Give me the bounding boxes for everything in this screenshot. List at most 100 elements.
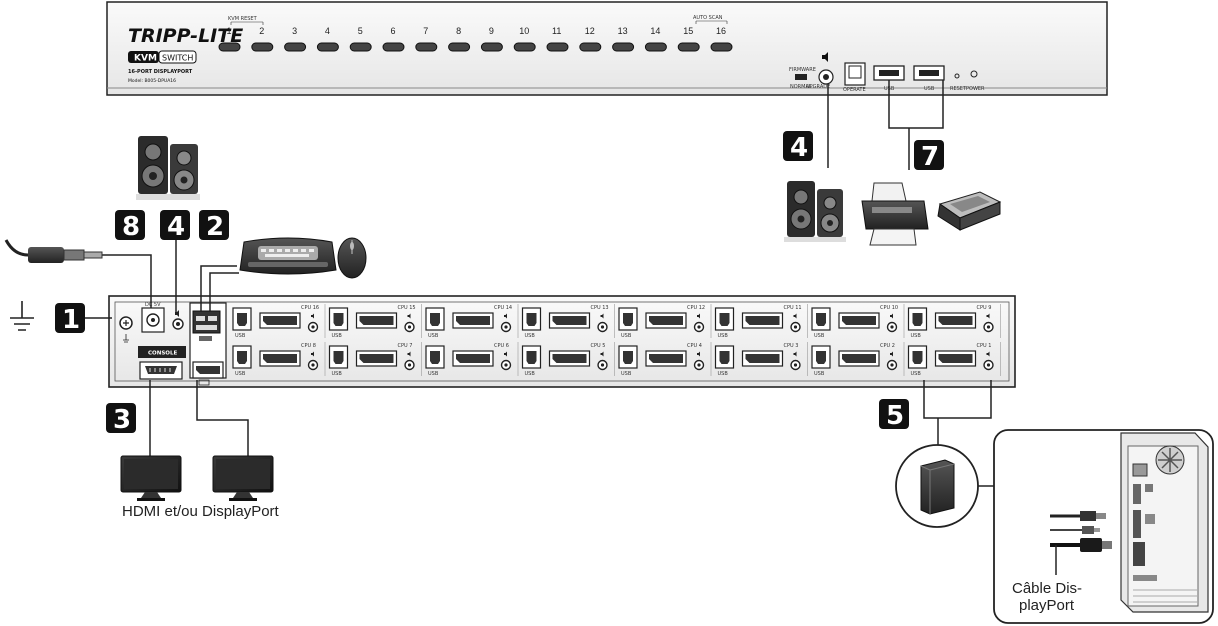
speaker-symbol-icon	[822, 52, 828, 62]
cable-caption-line1: Câble Dis-	[1012, 580, 1082, 597]
svg-text:7: 7	[921, 142, 939, 172]
cpu-port-group: USB CPU 6	[425, 342, 519, 377]
port-select-button[interactable]	[349, 42, 372, 52]
switch-badge: SWITCH	[162, 54, 193, 63]
audio-symbol-icon	[407, 313, 411, 319]
svg-text:8: 8	[122, 212, 140, 242]
kvm-badge: KVM	[134, 54, 157, 64]
port-select-button[interactable]	[644, 42, 667, 52]
usb-port-label: USB	[428, 333, 439, 339]
usb-port-label: USB	[525, 333, 536, 339]
audio-symbol-icon	[793, 313, 797, 319]
port-number-label: 3	[292, 26, 297, 36]
cpu-port-label: CPU 15	[398, 305, 416, 311]
cpu-port-label: CPU 1	[977, 343, 992, 349]
badge-2: 2	[199, 210, 229, 242]
port-number-label: 7	[423, 26, 428, 36]
displayport-socket	[649, 354, 683, 363]
usb-port-label: USB	[911, 371, 922, 377]
audio-jack-center	[504, 325, 508, 329]
port-number-label: 9	[489, 26, 494, 36]
cpu-port-label: CPU 6	[494, 343, 509, 349]
monitor-icon-2	[212, 455, 274, 501]
svg-text:4: 4	[790, 133, 808, 163]
port-select-button[interactable]	[415, 42, 438, 52]
kvm-reset-label: KVM RESET	[228, 16, 258, 22]
cable-caption-line2: playPort	[1019, 597, 1075, 614]
displayport-socket	[456, 354, 490, 363]
badge-4-left: 4	[160, 210, 190, 242]
usb-b-socket	[333, 313, 344, 326]
badge-7: 7	[914, 140, 944, 172]
firmware-switch[interactable]	[795, 74, 807, 80]
usb-port-label: USB	[814, 371, 825, 377]
port-select-button[interactable]	[612, 42, 635, 52]
port-select-button[interactable]	[316, 42, 339, 52]
usb-b-socket	[526, 313, 537, 326]
port-number-label: 12	[585, 26, 595, 36]
port-select-button[interactable]	[579, 42, 602, 52]
badge-1: 1	[55, 303, 85, 335]
usb-port-label: USB	[621, 333, 632, 339]
usb-b-socket	[816, 313, 826, 326]
model-name: Model: B005-DPUA16	[128, 78, 176, 84]
usb-b-socket	[719, 313, 730, 326]
port-select-button[interactable]	[677, 42, 700, 52]
audio-symbol-icon	[697, 313, 700, 319]
displayport-cable-icon	[1050, 511, 1112, 575]
svg-text:4: 4	[167, 212, 185, 242]
front-usb-label-2: USB	[924, 86, 935, 92]
port-select-button[interactable]	[251, 42, 274, 52]
port-number-label: 6	[391, 26, 396, 36]
port-select-button[interactable]	[546, 42, 569, 52]
audio-symbol-icon	[600, 313, 604, 319]
port-select-button[interactable]	[284, 42, 307, 52]
reset-button[interactable]	[954, 73, 960, 79]
displayport-socket	[552, 316, 587, 325]
rj45-port	[844, 62, 866, 86]
usb-port-label: USB	[621, 371, 632, 377]
svg-text:1: 1	[62, 305, 80, 335]
audio-symbol-icon	[504, 351, 507, 357]
cpu-port-label: CPU 5	[591, 343, 606, 349]
cpu-port-label: CPU 10	[880, 305, 898, 311]
svg-text:3: 3	[113, 405, 131, 435]
console-label-bar	[138, 346, 186, 358]
audio-symbol-icon	[407, 351, 411, 357]
displayport-socket	[649, 316, 683, 325]
port-number-label: 10	[519, 26, 529, 36]
port-select-button[interactable]	[448, 42, 471, 52]
firmware-upgrade-label: UPGRADE	[806, 84, 830, 90]
port-select-button[interactable]	[710, 42, 733, 52]
mouse-icon	[337, 237, 367, 279]
displayport-socket	[552, 354, 587, 363]
power-jack-label: DC 5V	[145, 302, 161, 308]
ground-icon	[10, 301, 34, 331]
displayport-socket	[456, 316, 490, 325]
audio-symbol-icon	[793, 351, 797, 357]
audio-symbol-icon	[890, 313, 893, 319]
usb-port-label: USB	[428, 371, 439, 377]
audio-jack-center	[600, 325, 605, 329]
port-number-label: 4	[325, 26, 330, 36]
badge-4-top: 4	[783, 131, 813, 163]
audio-symbol-icon	[986, 313, 990, 319]
switch-badge-box	[158, 50, 197, 64]
usb-b-socket	[623, 313, 633, 326]
port-number-label: 15	[683, 26, 693, 36]
displayport-socket	[938, 316, 973, 325]
speakers-icon-2	[784, 181, 846, 242]
audio-jack-center	[504, 363, 508, 367]
port-select-button[interactable]	[513, 42, 536, 52]
audio-jack-center	[697, 363, 701, 367]
port-number-label: 1	[227, 26, 232, 36]
usb-hub-icon	[895, 444, 979, 528]
svg-text:5: 5	[886, 401, 904, 431]
port-select-button[interactable]	[382, 42, 405, 52]
port-select-button[interactable]	[480, 42, 503, 52]
port-select-button[interactable]	[218, 42, 241, 52]
